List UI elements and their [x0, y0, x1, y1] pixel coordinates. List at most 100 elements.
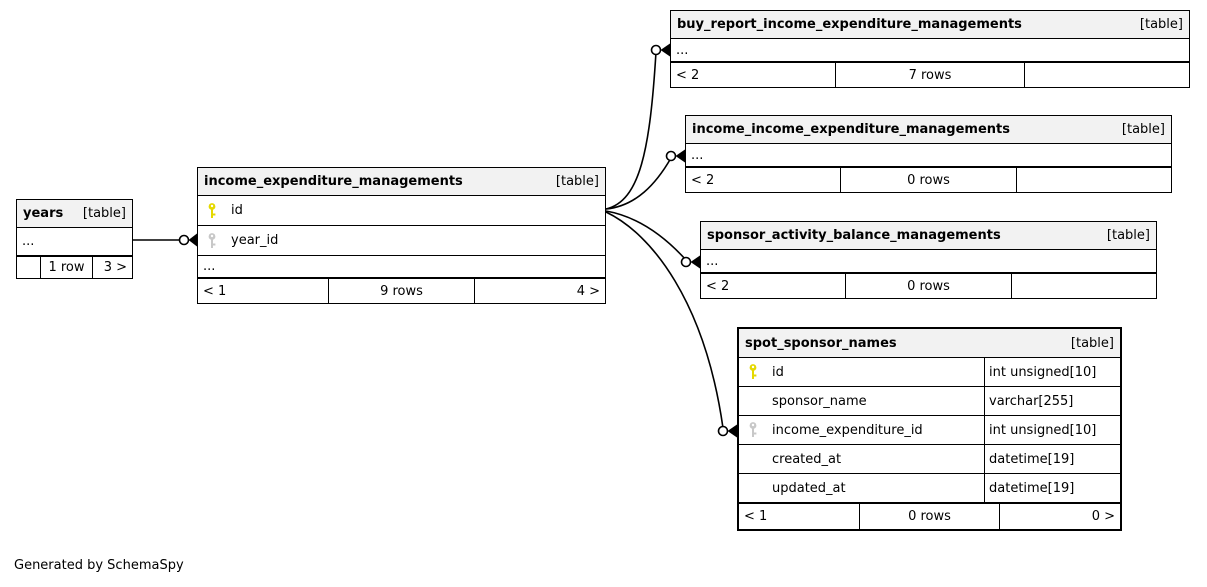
primary-key-icon: [208, 202, 216, 218]
children-count: [1025, 63, 1189, 87]
column-type: datetime[19]: [984, 445, 1115, 473]
column-name: sponsor_name: [772, 393, 867, 409]
crow-spot-sponsor: [727, 424, 737, 438]
row-count: 0 rows: [846, 274, 1012, 298]
table-footer: 1 row 3 >: [17, 256, 132, 278]
table-footer: < 2 0 rows: [701, 273, 1156, 298]
foreign-key-icon: [749, 422, 757, 437]
odot-sponsor-activity: [680, 256, 692, 268]
foreign-key-icon: [208, 232, 216, 248]
column-name-cell: sponsor_name: [744, 392, 984, 410]
connector-iem-to-income-income: [605, 157, 672, 210]
table-footer: < 1 0 rows 0 >: [739, 503, 1120, 529]
parents-count: < 2: [671, 63, 837, 87]
ellipsis: ...: [691, 147, 704, 163]
column-name: id: [231, 203, 243, 218]
children-count: 0 >: [1091, 509, 1115, 524]
children-count: 4 >: [576, 283, 600, 299]
column-row-year-id: year_id: [198, 226, 605, 256]
table-name: buy_report_income_expenditure_management…: [677, 17, 1022, 32]
parents-count: < 1: [739, 504, 860, 529]
column-type: int unsigned[10]: [984, 416, 1115, 444]
odot-spot-sponsor: [717, 425, 729, 437]
table-tag: [table]: [1121, 122, 1165, 137]
column-row-updated-at: updated_at datetime[19]: [739, 474, 1120, 503]
table-tag: [table]: [1070, 335, 1114, 351]
table-name: spot_sponsor_names: [745, 335, 897, 351]
children-count: [1017, 168, 1171, 192]
column-name-cell: created_at: [744, 450, 984, 468]
table-name: years: [23, 206, 64, 221]
odot-years-iem: [178, 234, 190, 246]
collapsed-columns-row: ...: [701, 250, 1156, 273]
ellipsis: ...: [676, 42, 689, 58]
table-header[interactable]: spot_sponsor_names [table]: [739, 329, 1120, 358]
parents-count: [17, 257, 41, 278]
table-header[interactable]: sponsor_activity_balance_managements [ta…: [701, 222, 1156, 250]
odot-buy-report: [650, 44, 662, 56]
column-row-income-expenditure-id: income_expenditure_id int unsigned[10]: [739, 416, 1120, 445]
parents-count: < 2: [701, 274, 847, 298]
table-name: sponsor_activity_balance_managements: [707, 228, 1001, 243]
column-row-id: id int unsigned[10]: [739, 358, 1120, 387]
children-count: [1012, 274, 1156, 298]
table-years[interactable]: years [table] ... 1 row 3 >: [16, 199, 133, 279]
table-header[interactable]: income_income_expenditure_managements [t…: [686, 116, 1171, 144]
table-header[interactable]: income_expenditure_managements [table]: [198, 168, 605, 196]
schemaspy-credit: Generated by SchemaSpy: [14, 558, 184, 573]
ellipsis: ...: [22, 234, 35, 249]
row-count: 0 rows: [860, 504, 1001, 529]
column-row-id: id: [198, 196, 605, 226]
connector-iem-to-buy-report: [605, 51, 657, 210]
parents-count: < 2: [686, 168, 841, 192]
crow-years-iem: [188, 233, 197, 247]
table-income-income-expenditure-managements[interactable]: income_income_expenditure_managements [t…: [685, 115, 1172, 193]
table-name: income_expenditure_managements: [204, 174, 463, 189]
connector-iem-to-spot-sponsor: [605, 211, 724, 429]
column-name: created_at: [772, 451, 842, 467]
table-income-expenditure-managements[interactable]: income_expenditure_managements [table] i…: [197, 167, 606, 304]
collapsed-columns-row: ...: [686, 144, 1171, 167]
primary-key-icon: [749, 364, 757, 379]
column-name-cell: updated_at: [744, 479, 984, 497]
connector-iem-to-sponsor-activity: [605, 210, 687, 261]
crow-income-income: [675, 149, 685, 163]
column-name: year_id: [231, 233, 279, 248]
children-count: 3 >: [103, 260, 127, 275]
row-count: 0 rows: [841, 168, 1018, 192]
column-row-sponsor-name: sponsor_name varchar[255]: [739, 387, 1120, 416]
odot-income-income: [665, 150, 677, 162]
table-spot-sponsor-names[interactable]: spot_sponsor_names [table] id int unsign…: [737, 327, 1122, 531]
column-name-cell: id: [744, 363, 984, 381]
table-footer: < 2 0 rows: [686, 167, 1171, 192]
table-buy-report-income-expenditure-managements[interactable]: buy_report_income_expenditure_management…: [670, 10, 1190, 88]
collapsed-columns-row: ...: [17, 228, 132, 256]
row-count: 7 rows: [836, 63, 1025, 87]
column-name-cell: income_expenditure_id: [744, 421, 984, 439]
table-footer: < 2 7 rows: [671, 62, 1189, 87]
parents-count: < 1: [198, 279, 330, 303]
table-tag: [table]: [1106, 228, 1150, 243]
collapsed-columns-row: ...: [198, 256, 605, 278]
ellipsis: ...: [706, 253, 719, 269]
table-tag: [table]: [82, 206, 126, 221]
column-row-created-at: created_at datetime[19]: [739, 445, 1120, 474]
ellipsis: ...: [203, 259, 216, 274]
table-tag: [table]: [555, 174, 599, 189]
row-count: 9 rows: [329, 279, 475, 303]
table-tag: [table]: [1139, 17, 1183, 32]
column-type: int unsigned[10]: [984, 358, 1115, 386]
row-count: 1 row: [41, 257, 93, 278]
table-name: income_income_expenditure_managements: [692, 122, 1010, 137]
column-name: income_expenditure_id: [772, 422, 923, 438]
table-header[interactable]: years [table]: [17, 200, 132, 228]
table-sponsor-activity-balance-managements[interactable]: sponsor_activity_balance_managements [ta…: [700, 221, 1157, 299]
column-name: updated_at: [772, 480, 846, 496]
column-name: id: [772, 364, 784, 380]
column-type: varchar[255]: [984, 387, 1115, 415]
column-type: datetime[19]: [984, 474, 1115, 502]
collapsed-columns-row: ...: [671, 39, 1189, 62]
table-header[interactable]: buy_report_income_expenditure_management…: [671, 11, 1189, 39]
crow-buy-report: [660, 43, 670, 57]
